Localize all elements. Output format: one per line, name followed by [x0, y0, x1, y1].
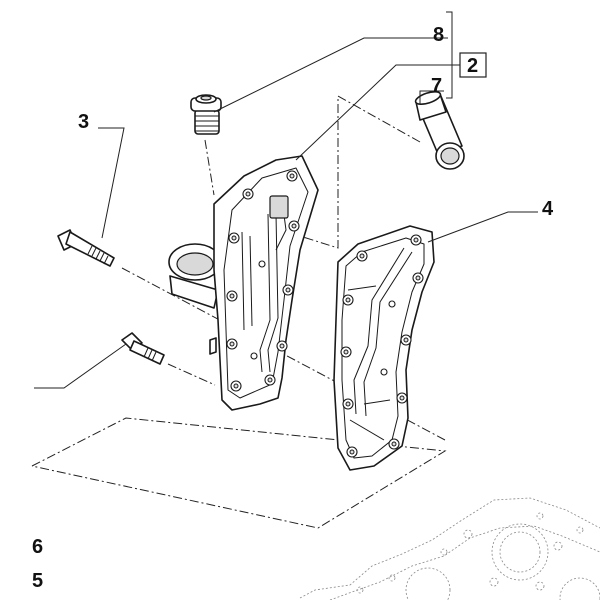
- callout-8: 8: [433, 24, 444, 46]
- callout-2: 2: [467, 55, 478, 77]
- callout-7: 7: [431, 75, 442, 97]
- cup-plug-part-7: [414, 90, 465, 170]
- cylinder-head-gasket-outline: [299, 497, 600, 600]
- sensor-part-8: [190, 94, 222, 135]
- leader-lines: [34, 11, 538, 389]
- long-bolt-part-3: [57, 229, 115, 267]
- short-screw: [121, 332, 165, 365]
- callout-6: 6: [32, 536, 43, 558]
- callout-3: 3: [78, 111, 89, 133]
- callout-4: 4: [542, 198, 554, 220]
- cooler-cover-plate-part-4: [333, 225, 435, 471]
- callout-5: 5: [32, 570, 43, 592]
- callout-2-box: [459, 52, 487, 78]
- oil-cooler-housing-part-2: [168, 155, 319, 411]
